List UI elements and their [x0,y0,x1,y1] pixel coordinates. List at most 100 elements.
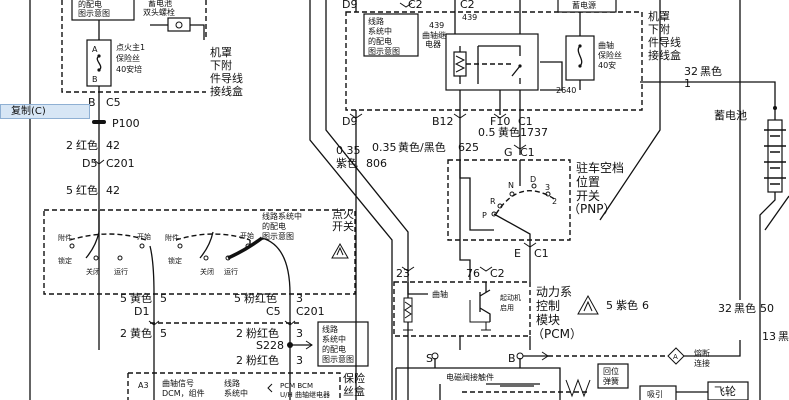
svg-text:保险: 保险 [343,371,365,385]
svg-text:S: S [426,352,433,365]
svg-text:紫色: 紫色 [336,156,358,170]
svg-text:5: 5 [120,292,127,305]
svg-text:图示意图: 图示意图 [368,46,400,56]
underhood-box-right-label: 机罩 下附 件导线 接线盒 [648,9,681,62]
battery-icon [764,106,786,193]
svg-text:2: 2 [120,327,127,340]
svg-text:熔断: 熔断 [694,348,710,358]
underhood-junction-box-right [345,11,643,111]
svg-text:1737: 1737 [520,126,548,139]
pcm-starter-enable-transistor: 起动机 启用 [469,282,521,331]
svg-text:起动机: 起动机 [500,293,521,302]
svg-text:附件: 附件 [58,233,72,242]
svg-text:蓄电池: 蓄电池 [148,0,172,8]
ignition-switch-title: 点火 开关 [332,208,354,233]
svg-text:双头螺栓: 双头螺栓 [143,7,175,17]
svg-text:附件: 附件 [165,233,179,242]
underhood-box-left-label: 机罩 下附 件导线 接线盒 [210,45,243,98]
svg-text:2640: 2640 [556,86,576,95]
svg-text:下附: 下附 [210,58,232,72]
svg-text:锁定: 锁定 [58,256,72,265]
battery-supply-box: 蓄电源 [557,0,617,13]
svg-text:D9: D9 [342,115,357,128]
svg-text:D9: D9 [342,0,357,11]
svg-text:5: 5 [160,327,167,340]
pcm-title: 动力系 控制 模块 （PCM） [532,285,582,341]
svg-text:机罩: 机罩 [210,45,232,59]
svg-text:32: 32 [718,302,732,315]
context-menu-copy-item[interactable]: 复制(C) [0,104,90,119]
svg-text:粉红色: 粉红色 [246,326,279,340]
svg-text:件导线: 件导线 [648,35,681,49]
svg-text:曲轴信号: 曲轴信号 [162,378,194,388]
svg-text:的配电: 的配电 [78,0,102,9]
svg-text:吸引: 吸引 [647,390,663,399]
svg-text:丝盒: 丝盒 [343,384,365,398]
svg-text:0.5: 0.5 [478,126,496,139]
svg-text:3: 3 [296,354,303,367]
svg-text:625: 625 [458,141,479,154]
svg-text:线路系统中: 线路系统中 [262,211,302,221]
svg-text:系统中: 系统中 [368,26,392,36]
svg-text:13: 13 [762,330,776,343]
svg-text:42: 42 [106,139,120,152]
svg-text:P: P [482,211,487,220]
svg-text:1: 1 [684,77,691,90]
svg-text:线路: 线路 [322,324,338,334]
svg-text:黄色/黑色: 黄色/黑色 [398,140,446,154]
svg-text:保险丝: 保险丝 [116,53,140,63]
svg-text:S228: S228 [256,339,284,352]
starter-solenoid-housing [395,367,561,400]
svg-text:C2: C2 [490,267,505,280]
svg-text:（PNP）: （PNP） [568,202,615,216]
svg-text:A: A [673,353,678,361]
left-rail-wire [309,0,393,400]
svg-text:关闭: 关闭 [200,267,214,276]
battery-stud-label: 蓄电池 双头螺栓 [143,0,175,17]
ignition-ref-box: 线路系统中 的配电 图示意图 [262,211,302,241]
svg-text:N: N [508,181,514,190]
esd-warning-icon [331,242,349,259]
svg-text:粉红色: 粉红色 [244,291,277,305]
svg-text:图示意图: 图示意图 [262,231,294,241]
svg-text:接线盒: 接线盒 [648,48,681,62]
svg-text:C1: C1 [520,146,535,159]
svg-text:黑色: 黑色 [700,64,722,78]
svg-text:保险丝: 保险丝 [598,50,622,60]
svg-text:黑色: 黑色 [734,301,756,315]
pcm-esd-warning-icon [577,294,599,315]
svg-text:50: 50 [760,302,774,315]
svg-text:5: 5 [160,292,167,305]
crank-relay [445,33,539,91]
svg-text:曲轴: 曲轴 [432,289,448,299]
svg-text:2: 2 [236,327,243,340]
svg-text:黑: 黑 [778,330,789,343]
svg-text:开始: 开始 [240,231,254,240]
svg-text:运行: 运行 [224,267,238,276]
svg-text:接线盒: 接线盒 [210,84,243,98]
svg-text:C201: C201 [296,305,325,318]
svg-text:黄色: 黄色 [498,125,520,139]
svg-text:关闭: 关闭 [86,267,100,276]
svg-text:的配电: 的配电 [322,344,346,354]
svg-text:点火: 点火 [332,208,354,221]
svg-text:B12: B12 [432,115,454,128]
svg-text:黄色: 黄色 [130,291,152,305]
svg-text:2: 2 [66,139,73,152]
svg-text:B: B [88,96,96,109]
flywheel-box: 飞轮 [707,381,749,400]
svg-text:电磁阀接触件: 电磁阀接触件 [446,372,494,382]
svg-text:开始: 开始 [137,232,151,241]
svg-text:回位: 回位 [603,366,619,376]
svg-text:机罩: 机罩 [648,9,670,23]
svg-text:5: 5 [606,299,613,312]
svg-text:启用: 启用 [500,303,514,312]
svg-text:图示意图: 图示意图 [78,8,110,18]
svg-text:C5: C5 [106,96,121,109]
svg-text:A: A [92,45,98,54]
svg-text:32: 32 [684,65,698,78]
svg-text:红色: 红色 [76,138,98,152]
svg-text:曲轴继: 曲轴继 [422,30,446,40]
svg-text:DCM，组件: DCM，组件 [162,388,205,398]
top-right-ref-box: 线路 系统中 的配电 图示意图 [363,13,419,57]
